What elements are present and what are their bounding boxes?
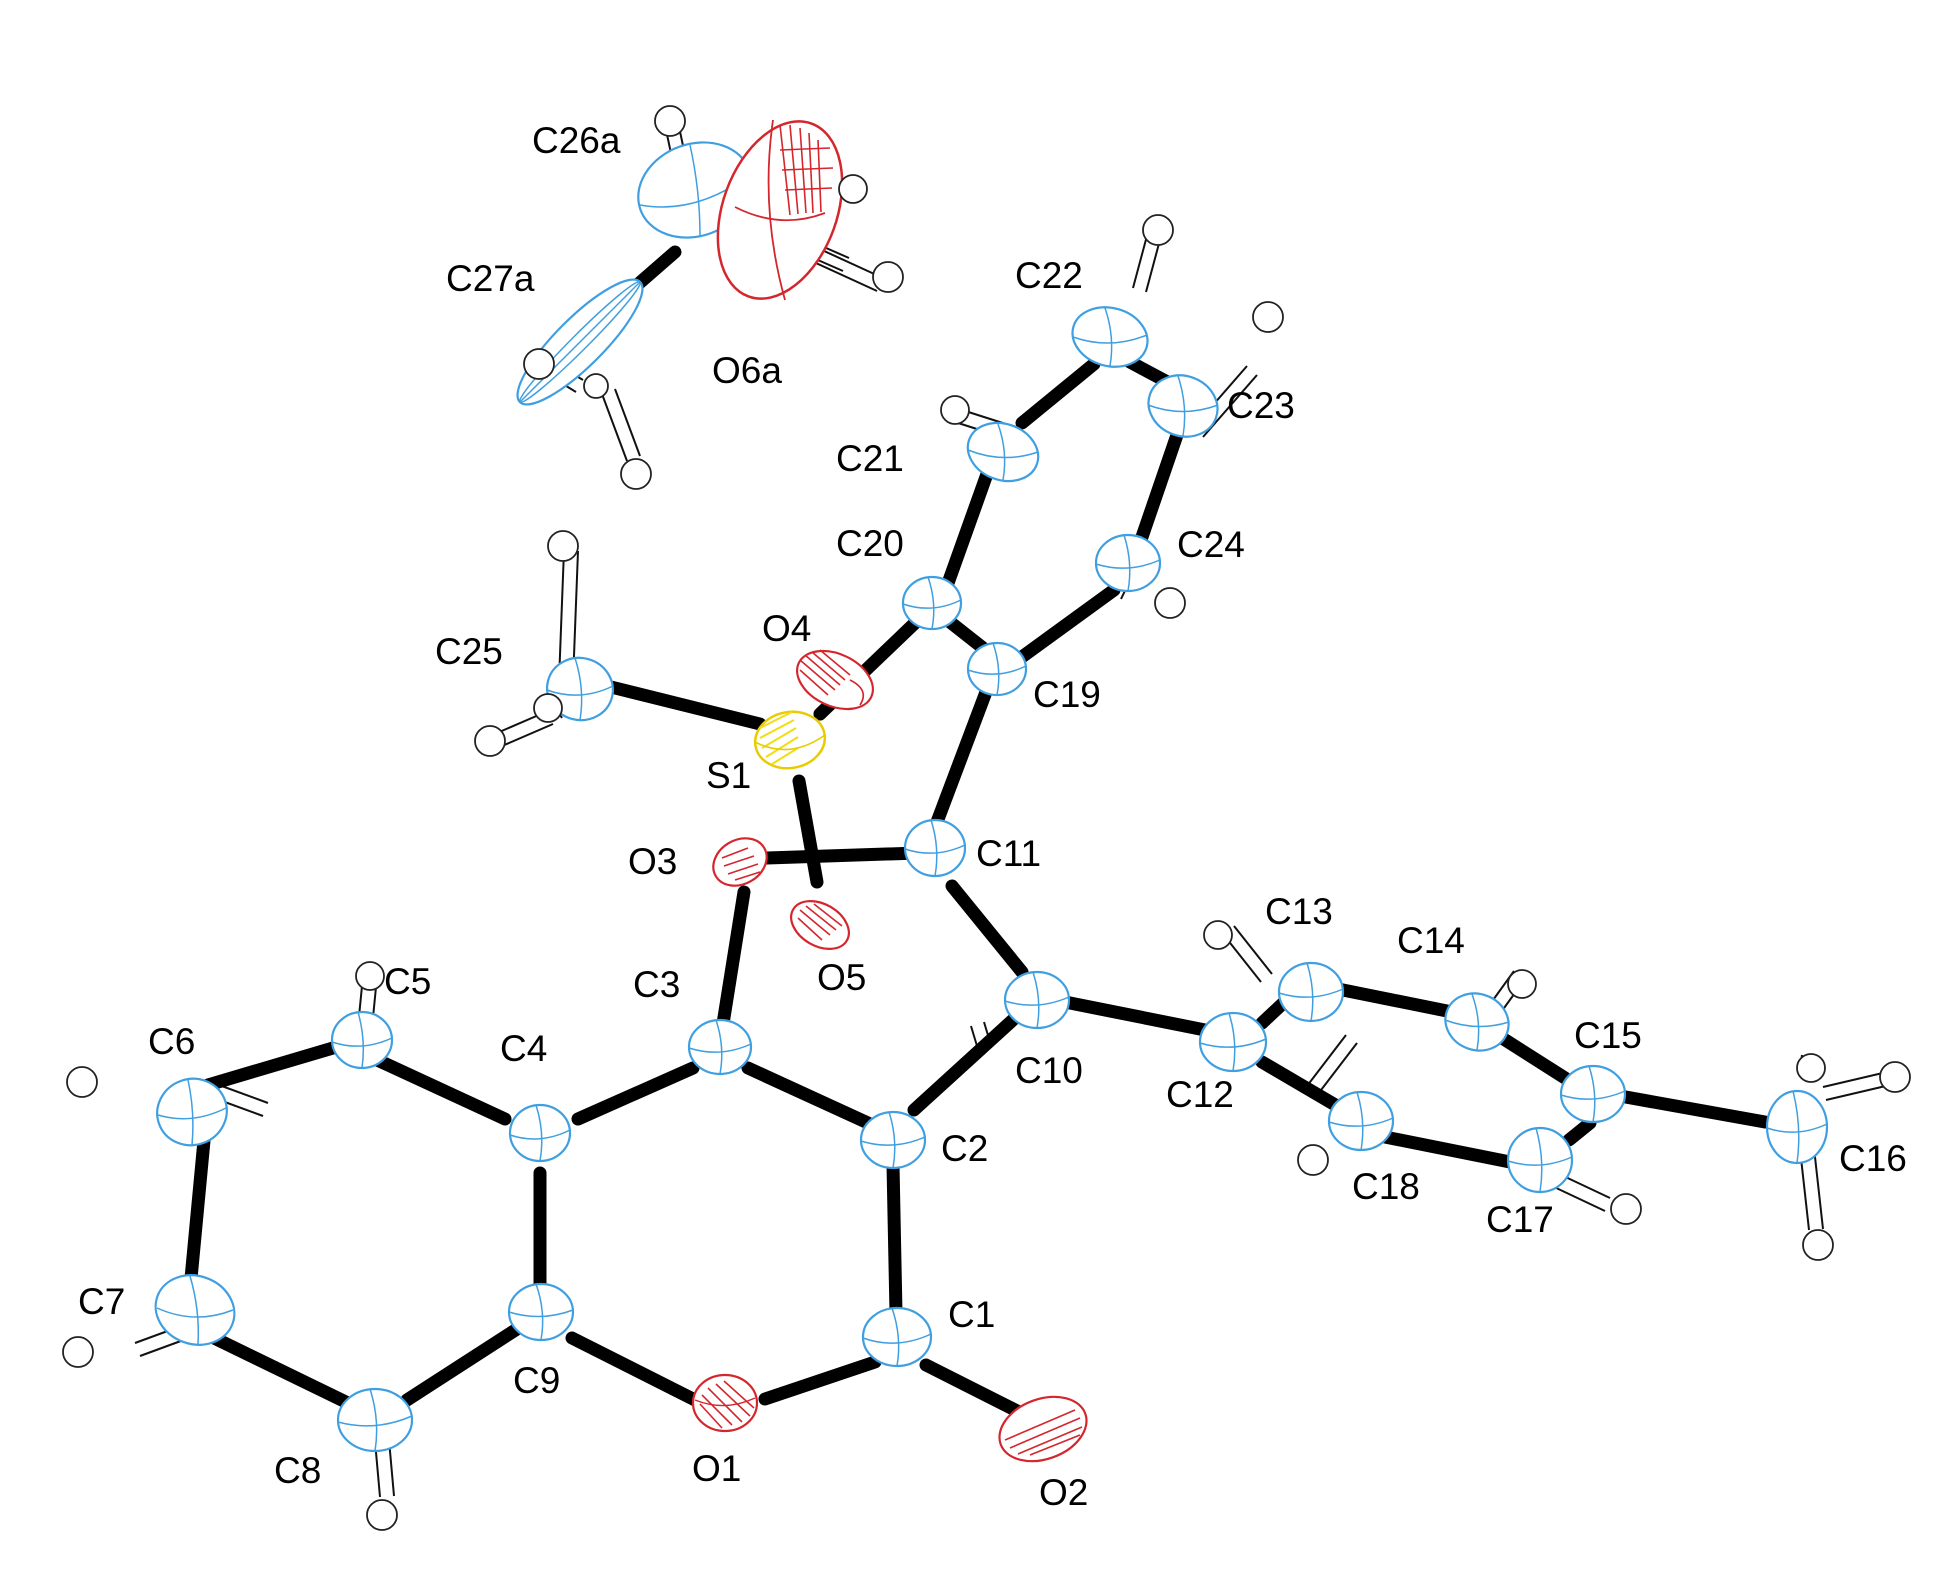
label-C24: C24 xyxy=(1177,524,1245,565)
atom-S1 xyxy=(753,710,827,770)
atom-H25a xyxy=(547,530,579,562)
atom-C7 xyxy=(154,1274,236,1346)
atom-C4 xyxy=(508,1103,572,1163)
atom-C10 xyxy=(1003,970,1071,1030)
atom-C19 xyxy=(966,641,1028,697)
atom-C15 xyxy=(1559,1064,1627,1124)
atom-H8 xyxy=(366,1499,398,1531)
label-C18: C18 xyxy=(1352,1166,1420,1207)
atom-C24 xyxy=(1094,533,1162,593)
atom-O1 xyxy=(691,1373,759,1433)
atom-H21 xyxy=(940,395,970,425)
label-C21: C21 xyxy=(836,438,904,479)
atom-labels: C26a C27a O6a C22 C23 C21 C20 C24 O4 C25… xyxy=(78,120,1907,1513)
label-C3: C3 xyxy=(633,964,680,1005)
label-C19: C19 xyxy=(1033,674,1101,715)
label-C10: C10 xyxy=(1015,1050,1083,1091)
atom-layer xyxy=(62,105,1911,1531)
atom-H26a-1 xyxy=(654,105,686,137)
label-C12: C12 xyxy=(1166,1074,1234,1115)
atom-C21 xyxy=(966,421,1040,483)
label-O5: O5 xyxy=(817,957,866,998)
atom-H7 xyxy=(62,1336,94,1368)
label-C9: C9 xyxy=(513,1360,560,1401)
label-C26a: C26a xyxy=(532,120,621,161)
label-C15: C15 xyxy=(1574,1015,1642,1056)
label-C13: C13 xyxy=(1265,891,1333,932)
atom-C23 xyxy=(1147,374,1219,438)
label-S1: S1 xyxy=(706,755,751,796)
atom-H25b xyxy=(474,725,506,757)
atom-O6a xyxy=(716,119,844,301)
atom-H25c xyxy=(533,693,563,723)
atom-H22 xyxy=(1142,214,1174,246)
label-C25: C25 xyxy=(435,631,503,672)
hydrogen-atoms xyxy=(62,105,1911,1531)
label-C23: C23 xyxy=(1227,385,1295,426)
label-C11: C11 xyxy=(976,833,1041,874)
label-C16: C16 xyxy=(1839,1138,1907,1179)
atom-O5 xyxy=(790,900,850,950)
atom-C22 xyxy=(1071,306,1149,368)
atom-H26a-2 xyxy=(838,174,868,204)
atom-C8 xyxy=(336,1387,414,1453)
atom-H16b xyxy=(1879,1061,1911,1093)
label-O4: O4 xyxy=(762,608,811,649)
atom-H27a-1 xyxy=(523,348,555,380)
atom-C18 xyxy=(1327,1090,1395,1152)
atom-C9 xyxy=(507,1282,575,1342)
label-O2: O2 xyxy=(1039,1472,1088,1513)
atom-H24 xyxy=(1154,587,1186,619)
label-C17: C17 xyxy=(1486,1199,1554,1240)
atom-H16c xyxy=(1802,1229,1834,1261)
carbon-atoms xyxy=(154,306,1829,1453)
atom-C3 xyxy=(687,1018,753,1076)
atom-H13 xyxy=(1203,920,1233,950)
atom-H17 xyxy=(1610,1193,1642,1225)
label-C2: C2 xyxy=(941,1128,988,1169)
label-O1: O1 xyxy=(692,1448,741,1489)
atom-H14 xyxy=(1507,969,1537,999)
label-C7: C7 xyxy=(78,1281,125,1322)
atom-C17 xyxy=(1506,1126,1574,1194)
label-O3: O3 xyxy=(628,841,677,882)
atom-H27a-2 xyxy=(620,458,652,490)
hydrogen-bonds xyxy=(134,121,1891,1498)
atom-C11 xyxy=(903,818,967,878)
atom-O3 xyxy=(712,837,768,887)
atom-C25 xyxy=(546,656,614,722)
atom-C6 xyxy=(156,1077,228,1147)
label-O6a: O6a xyxy=(712,350,782,391)
atom-H16a xyxy=(1796,1053,1826,1083)
atom-C12 xyxy=(1198,1011,1268,1073)
label-C20: C20 xyxy=(836,523,904,564)
atom-H5 xyxy=(355,961,385,991)
label-C4: C4 xyxy=(500,1028,547,1069)
atom-H23 xyxy=(1252,301,1284,333)
atom-C20 xyxy=(901,575,963,631)
label-C14: C14 xyxy=(1397,920,1465,961)
atom-C5 xyxy=(330,1010,394,1070)
label-C6: C6 xyxy=(148,1021,195,1062)
atom-C1 xyxy=(861,1306,933,1368)
atom-C2 xyxy=(859,1110,927,1170)
bond-layer xyxy=(134,121,1891,1498)
atom-H6 xyxy=(66,1066,98,1098)
label-C27a: C27a xyxy=(446,258,535,299)
atom-H27a-3 xyxy=(583,373,609,399)
atom-O4 xyxy=(796,649,874,711)
label-C22: C22 xyxy=(1015,255,1083,296)
atom-C16 xyxy=(1765,1089,1829,1165)
label-C5: C5 xyxy=(384,961,431,1002)
atom-C14 xyxy=(1444,992,1510,1052)
label-C8: C8 xyxy=(274,1450,321,1491)
atom-O2 xyxy=(998,1395,1088,1463)
atom-H18 xyxy=(1297,1144,1329,1176)
label-C1: C1 xyxy=(948,1294,995,1335)
atom-C13 xyxy=(1277,961,1345,1023)
atom-H26a-3 xyxy=(872,261,904,293)
